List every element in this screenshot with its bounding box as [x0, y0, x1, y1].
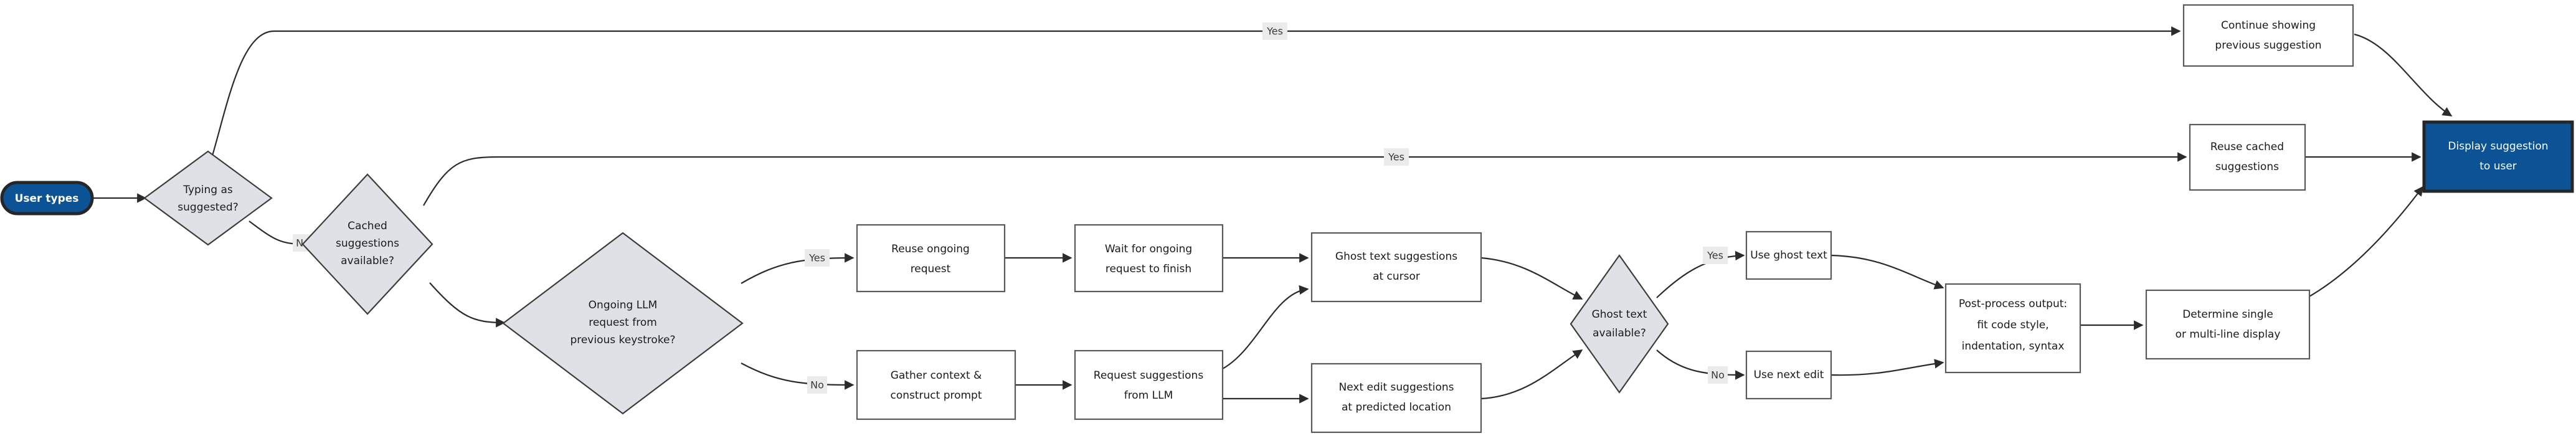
node-typing-as-suggested[interactable]: Typing as suggested?: [143, 150, 273, 246]
node-label-line3: available?: [341, 255, 394, 267]
edge-ongoing-no-to-gather: [741, 363, 855, 390]
node-gather-context[interactable]: Gather context & construct prompt: [856, 349, 1016, 420]
node-next-edit-suggestions[interactable]: Next edit suggestions at predicted locat…: [1310, 363, 1482, 434]
node-wait-for-request[interactable]: Wait for ongoing request to finish: [1074, 224, 1224, 293]
edge-typing-yes-to-continue: [204, 26, 2181, 178]
node-ghost-text-available[interactable]: Ghost text available?: [1570, 254, 1669, 394]
node-label-line1: Post-process output:: [1959, 298, 2067, 310]
node-label-line2: suggestions: [2215, 161, 2279, 173]
node-label-line1: Ghost text suggestions: [1335, 250, 1457, 263]
node-label-line1: Gather context &: [891, 369, 982, 382]
node-label-line1: Determine single: [2182, 308, 2273, 321]
node-cached-suggestions-available[interactable]: Cached suggestions available?: [301, 173, 433, 315]
node-use-ghost-text[interactable]: Use ghost text: [1745, 230, 1832, 280]
edge-continue-to-display: [2354, 33, 2453, 116]
node-ghost-text-at-cursor[interactable]: Ghost text suggestions at cursor: [1310, 232, 1482, 303]
node-label-line2: request from: [589, 316, 657, 329]
node-reuse-cached[interactable]: Reuse cached suggestions: [2189, 123, 2306, 191]
node-label-line3: indentation, syntax: [1962, 340, 2065, 353]
node-label-line2: from LLM: [1124, 389, 1173, 402]
edge-cached-no-to-ongoing: [429, 282, 506, 328]
node-label-line1: Ongoing LLM: [589, 299, 658, 311]
edge-label-ongoing-yes: Yes: [805, 249, 830, 267]
edge-label-text: Yes: [1266, 26, 1283, 37]
edge-labels: Yes No Yes No Yes No: [293, 22, 1728, 394]
node-label-line1: Request suggestions: [1094, 369, 1204, 382]
edge-label-ghost-no: No: [1708, 366, 1728, 384]
node-label-line1: Cached: [348, 220, 387, 232]
node-label: Use next edit: [1754, 369, 1824, 381]
edge-cached-yes-to-reuse-cached: [423, 152, 2187, 206]
node-label: User types: [15, 192, 79, 205]
node-label-line2: at predicted location: [1342, 401, 1451, 414]
edge-label-ongoing-no: No: [807, 376, 827, 394]
node-label-line2: or multi-line display: [2176, 328, 2281, 341]
node-label: Use ghost text: [1750, 249, 1827, 262]
node-label-line1: Reuse ongoing: [891, 243, 970, 255]
node-label-line1: Continue showing: [2221, 19, 2316, 32]
edge-label-cached-yes: Yes: [1384, 148, 1409, 166]
edge-ghost-text-to-decision: [1480, 257, 1583, 300]
node-ongoing-llm-request[interactable]: Ongoing LLM request from previous keystr…: [502, 232, 744, 415]
node-label-line1: Display suggestion: [2448, 140, 2548, 153]
node-label-line2: available?: [1593, 327, 1646, 339]
node-label-line3: previous keystroke?: [570, 334, 675, 346]
node-post-process-output[interactable]: Post-process output: fit code style, ind…: [1944, 283, 2081, 374]
node-request-suggestions[interactable]: Request suggestions from LLM: [1074, 349, 1224, 420]
node-label-line1: Typing as: [182, 184, 233, 196]
node-label-line2: fit code style,: [1977, 319, 2048, 331]
node-label-line2: previous suggestion: [2215, 39, 2321, 52]
node-display-suggestion[interactable]: Display suggestion to user: [2422, 120, 2574, 193]
node-determine-display[interactable]: Determine single or multi-line display: [2145, 289, 2311, 360]
node-label-line1: Reuse cached: [2210, 141, 2284, 153]
edge-label-ghost-yes: Yes: [1703, 247, 1728, 264]
node-label-line2: request: [911, 263, 951, 275]
node-user-types[interactable]: User types: [0, 181, 94, 216]
edge-label-text: No: [1711, 369, 1725, 381]
edge-ghost-no-to-use-next-edit: [1656, 349, 1745, 380]
edge-use-next-edit-to-postprocess: [1830, 359, 1944, 376]
edge-label-text: Yes: [808, 252, 825, 264]
edge-label-text: Yes: [1707, 250, 1723, 262]
edge-label-text: Yes: [1388, 151, 1404, 163]
edges: [92, 26, 2453, 404]
node-label-line2: request to finish: [1106, 263, 1191, 275]
node-continue-showing[interactable]: Continue showing previous suggestion: [2182, 4, 2354, 67]
node-use-next-edit[interactable]: Use next edit: [1745, 350, 1832, 400]
node-reuse-ongoing-request[interactable]: Reuse ongoing request: [856, 224, 1006, 293]
edge-ghost-yes-to-use-ghost: [1656, 250, 1745, 298]
node-label-line1: Next edit suggestions: [1339, 381, 1454, 394]
node-label-line2: at cursor: [1373, 270, 1420, 283]
node-label-line2: suggestions: [336, 237, 399, 250]
edge-request-to-ghost-text: [1222, 285, 1309, 369]
edge-ongoing-yes-to-reuse-ongoing: [741, 253, 855, 284]
edge-label-typing-yes: Yes: [1262, 22, 1287, 40]
edge-next-edit-to-decision: [1480, 349, 1583, 400]
edge-label-text: No: [810, 379, 824, 391]
edge-use-ghost-to-postprocess: [1830, 254, 1944, 290]
node-label-line2: construct prompt: [890, 389, 982, 402]
node-label-line1: Wait for ongoing: [1105, 243, 1192, 255]
node-label-line2: suggested?: [178, 201, 238, 214]
node-label-line1: Ghost text: [1592, 308, 1647, 321]
node-label-line2: to user: [2479, 160, 2517, 173]
